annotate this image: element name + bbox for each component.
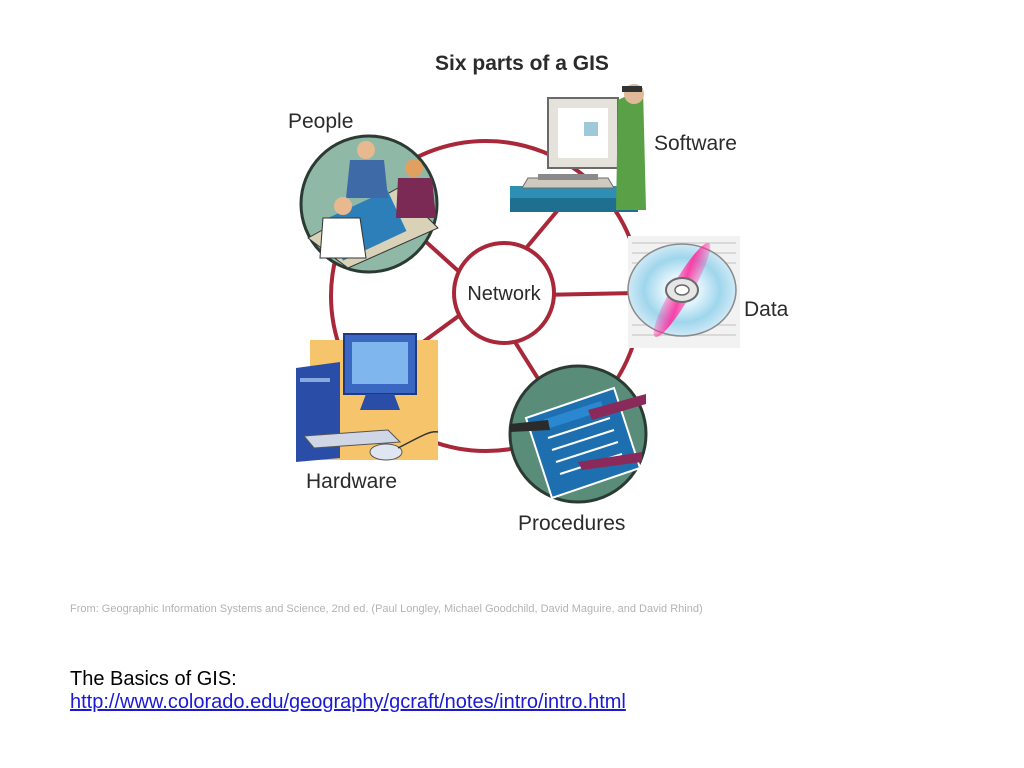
- procedures-document-icon: [508, 364, 648, 504]
- hardware-label: Hardware: [306, 470, 397, 493]
- diagram-title: Six parts of a GIS: [435, 52, 609, 75]
- data-label: Data: [744, 298, 789, 321]
- source-caption: From: Geographic Information Systems and…: [70, 603, 703, 615]
- gis-diagram: Six parts of a GIS Network People Softwa…: [248, 38, 808, 544]
- basics-heading: The Basics of GIS:: [70, 668, 237, 690]
- basics-link[interactable]: http://www.colorado.edu/geography/gcraft…: [70, 691, 626, 713]
- people-meeting-icon: [299, 134, 439, 274]
- basics-block: The Basics of GIS: http://www.colorado.e…: [70, 668, 626, 714]
- people-label: People: [288, 110, 353, 133]
- computer-user-icon: [510, 84, 646, 212]
- desktop-computer-icon: [296, 333, 439, 462]
- software-label: Software: [654, 132, 737, 155]
- network-label: Network: [467, 283, 541, 305]
- cd-disc-icon: [627, 236, 740, 348]
- network-node: [452, 241, 556, 345]
- procedures-label: Procedures: [518, 512, 625, 535]
